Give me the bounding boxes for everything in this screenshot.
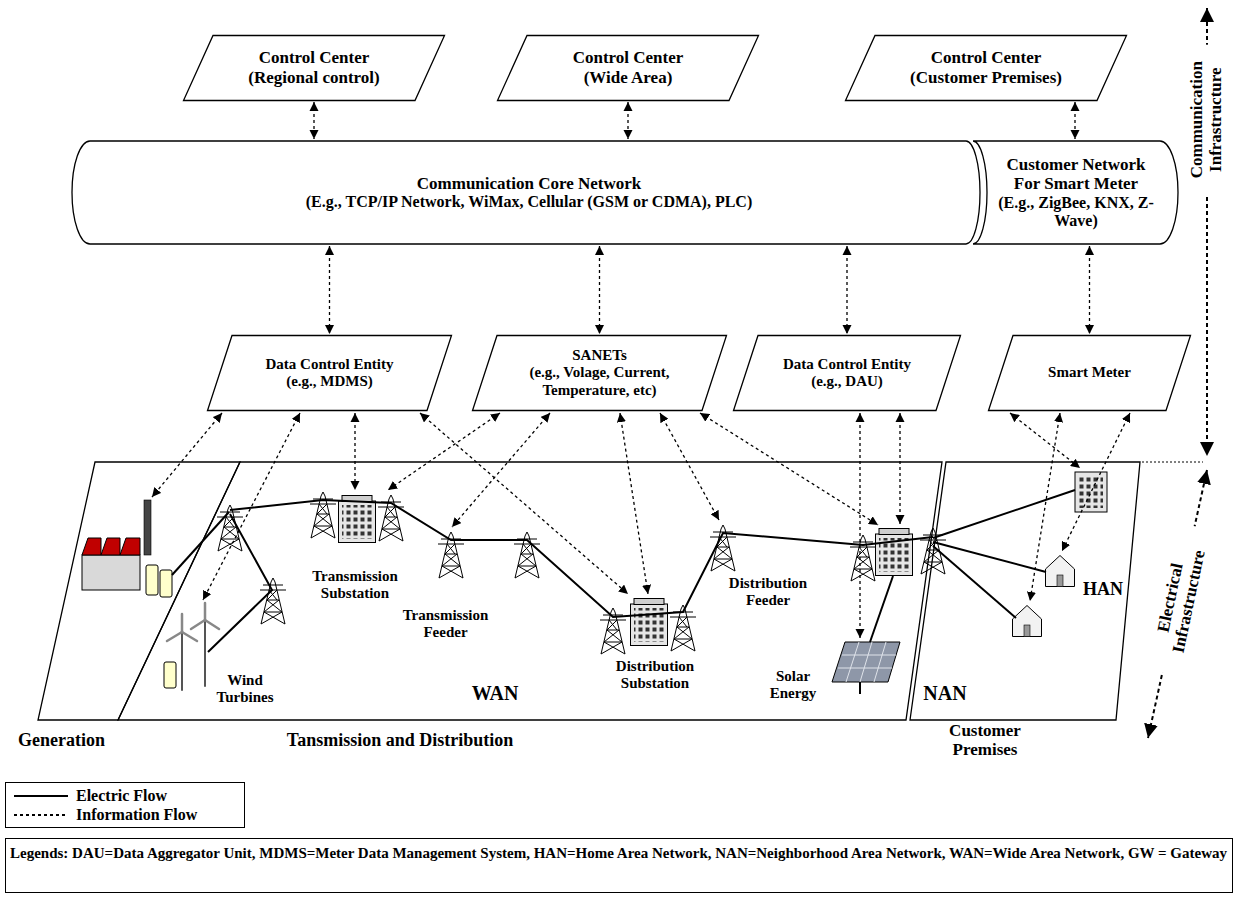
box-detail: (e.g., DAU) (811, 373, 883, 390)
node-outline (38, 462, 240, 720)
box-detail: (E.g., TCP/IP Network, WiMax, Cellular (… (306, 193, 753, 211)
box-heading: Control Center (573, 48, 684, 68)
legend-text: Information Flow (76, 805, 197, 824)
shape-outline (184, 36, 445, 101)
control-center-box: Control Center(Wide Area) (497, 35, 759, 101)
legend-line-sample (12, 810, 70, 820)
han-label: HAN (1080, 580, 1126, 600)
information-flow-connector (313, 102, 314, 139)
box-heading: Data Control Entity (265, 356, 393, 373)
legend-row: Information Flow (12, 805, 238, 824)
generation-region: Generation (38, 462, 240, 720)
box-detail: (Wide Area) (584, 68, 673, 88)
box-detail: (Regional control) (248, 68, 379, 88)
region-label: WAN (440, 682, 550, 704)
shape-outline (208, 336, 452, 411)
feeder-label: Distribution Feeder (712, 575, 824, 608)
information-flow-connector (627, 102, 628, 139)
sensor-network-box: SANETs(e.g., Volage, Current, Temperatur… (472, 335, 727, 411)
region-label: Customer Premises (940, 722, 1030, 759)
box-heading: Communication Core Network (417, 174, 641, 194)
legend-row: Electric Flow (12, 786, 238, 805)
box-heading: SANETs (572, 347, 626, 364)
data-entity-box: Data Control Entity(e.g., MDMS) (207, 335, 452, 411)
shape-outline (72, 141, 980, 244)
legend-line-sample (12, 791, 70, 801)
box-detail: (e.g., MDMS) (286, 373, 373, 390)
legend-box: Electric FlowInformation Flow (5, 782, 245, 828)
shape-outline (38, 462, 240, 720)
information-flow-connector (599, 246, 600, 334)
solar-label: Solar Energy (760, 668, 826, 701)
region-label: NAN (910, 682, 980, 704)
box-heading: Customer Network For Smart Meter (994, 155, 1158, 194)
box-heading: Control Center (931, 48, 1042, 68)
shape-outline (473, 336, 727, 411)
box-heading: Data Control Entity (783, 356, 911, 373)
box-detail: (E.g., ZigBee, KNX, Z-Wave) (994, 194, 1158, 231)
shape-outline (118, 462, 942, 720)
shape-outline (910, 462, 1140, 720)
box-heading: Control Center (259, 48, 370, 68)
control-center-box: Control Center(Regional control) (183, 35, 445, 101)
substation-label: Distribution Substation (595, 658, 715, 691)
shape-outline (989, 336, 1191, 411)
box-detail: (Customer Premises) (910, 68, 1062, 88)
region-label: Generation (5, 731, 118, 751)
smart-meter-box: Smart Meter (988, 335, 1191, 411)
customer-network-band: Customer Network For Smart Meter(E.g., Z… (972, 140, 1178, 245)
axis-label: Electrical Infrastructure (1146, 522, 1214, 676)
shape-outline (498, 36, 759, 101)
information-flow-connector (329, 246, 330, 334)
shape-outline (734, 336, 961, 411)
control-center-box: Control Center(Customer Premises) (845, 35, 1127, 101)
substation-label: Transmission Substation (300, 568, 410, 601)
feeder-label: Transmission Feeder (383, 607, 508, 640)
shape-outline (973, 141, 1178, 244)
box-heading: Smart Meter (1048, 364, 1131, 381)
abbreviation-note: Legends: DAU=Data Aggregator Unit, MDMS=… (10, 843, 1228, 865)
shape-outline (846, 36, 1127, 101)
information-flow-connector (1074, 102, 1075, 139)
turbine-label: Wind Turbines (212, 672, 278, 705)
information-flow-connector (1089, 246, 1090, 334)
data-entity-box: Data Control Entity(e.g., DAU) (733, 335, 961, 411)
information-flow-connector (846, 246, 847, 334)
axis-label: Communication Infrastructure (1188, 45, 1225, 195)
box-detail: (e.g., Volage, Current, Temperature, etc… (505, 364, 694, 399)
legend-text: Electric Flow (76, 786, 167, 805)
core-network-band: Communication Core Network(E.g., TCP/IP … (72, 140, 980, 245)
region-label: Tansmission and Distribution (240, 731, 560, 751)
